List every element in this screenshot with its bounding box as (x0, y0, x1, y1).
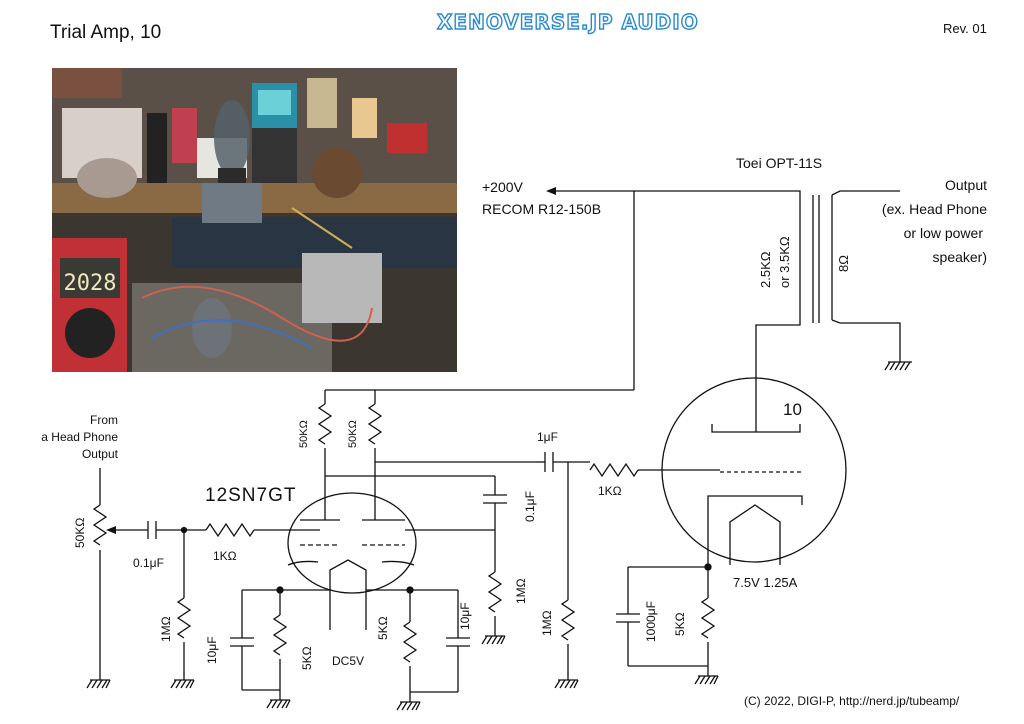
grid-leak-3-label: 1MΩ (540, 610, 554, 636)
primary-impedance-alt-label: or 3.5KΩ (777, 236, 792, 288)
brand-logo: XENOVERSE.JP AUDIO (436, 9, 699, 34)
copyright-notice: (C) 2022, DIGI-P, http://nerd.jp/tubeamp… (744, 694, 960, 708)
page-title: Trial Amp, 10 (50, 22, 162, 43)
plate-load-1 (317, 403, 333, 520)
plate-load-1-label: 50KΩ (298, 420, 310, 448)
output-tube-label: 10 (783, 400, 802, 419)
grid-leak-2 (487, 571, 503, 636)
cathode-cap-2-label: 10μF (458, 602, 472, 630)
output-tube (661, 377, 847, 567)
supply-wiring (324, 187, 792, 404)
cathode-res-1-label: 5KΩ (300, 646, 314, 670)
grid-stop-2 (589, 462, 720, 478)
plate-load-2 (367, 403, 536, 520)
driver-tube-label: 12SN7GT (205, 485, 296, 506)
grid-leak-2-label: 1MΩ (514, 578, 528, 604)
driver-heater-label: DC5V (332, 654, 364, 668)
driver-tube (287, 492, 417, 630)
secondary-impedance-label: 8Ω (836, 255, 851, 272)
output-cathode-network (616, 563, 716, 676)
meter-reading: 2028 (64, 271, 117, 296)
input-label-from: From (90, 413, 118, 427)
grid-leak-1-label: 1MΩ (159, 616, 173, 642)
grid-leak-3 (560, 462, 576, 680)
output-label-example: (ex. Head Phone (882, 201, 987, 217)
plate-load-2-label: 50KΩ (347, 420, 359, 448)
output-label-line3: or low power (904, 225, 984, 241)
plate-sample-wire (325, 475, 496, 495)
output-cathode-res-label: 5KΩ (673, 612, 687, 636)
input-cap-label: 0.1μF (133, 556, 164, 570)
output-cathode-cap-label: 1000μF (644, 601, 658, 642)
build-photo: 2028 (52, 68, 457, 372)
input-label-source: a Head Phone (41, 430, 118, 444)
grid-leak-1 (176, 526, 192, 680)
grid-stop-1-label: 1KΩ (213, 549, 237, 563)
supply-source-label: RECOM R12-150B (482, 201, 601, 217)
supply-voltage-label: +200V (482, 179, 524, 195)
input-pot (92, 468, 148, 680)
cathode-network-2 (366, 586, 470, 702)
input-coupling-cap (147, 521, 206, 539)
output-label-line4: speaker) (933, 249, 987, 265)
output-label: Output (945, 177, 987, 193)
input-label-output: Output (82, 447, 119, 461)
output-coupling-cap-label: 1μF (537, 430, 558, 444)
input-pot-label: 50KΩ (73, 518, 87, 548)
grid-stop-2-label: 1KΩ (598, 484, 622, 498)
output-heater-label: 7.5V 1.25A (733, 575, 798, 590)
transformer-name-label: Toei OPT-11S (736, 155, 822, 171)
cathode-res-2-label: 5KΩ (376, 616, 390, 640)
cathode-cap-1-label: 10μF (205, 636, 219, 664)
output-coupling-cap (536, 452, 590, 472)
grid-stop-1 (205, 522, 320, 538)
cathode-network-1 (230, 586, 330, 700)
ground-symbols (86, 361, 912, 711)
output-transformer (755, 190, 901, 402)
primary-impedance-label: 2.5KΩ (758, 251, 773, 288)
driver-coupling-cap (405, 494, 507, 572)
driver-coupling-cap-label: 0.1μF (523, 491, 537, 522)
revision-label: Rev. 01 (943, 21, 987, 36)
